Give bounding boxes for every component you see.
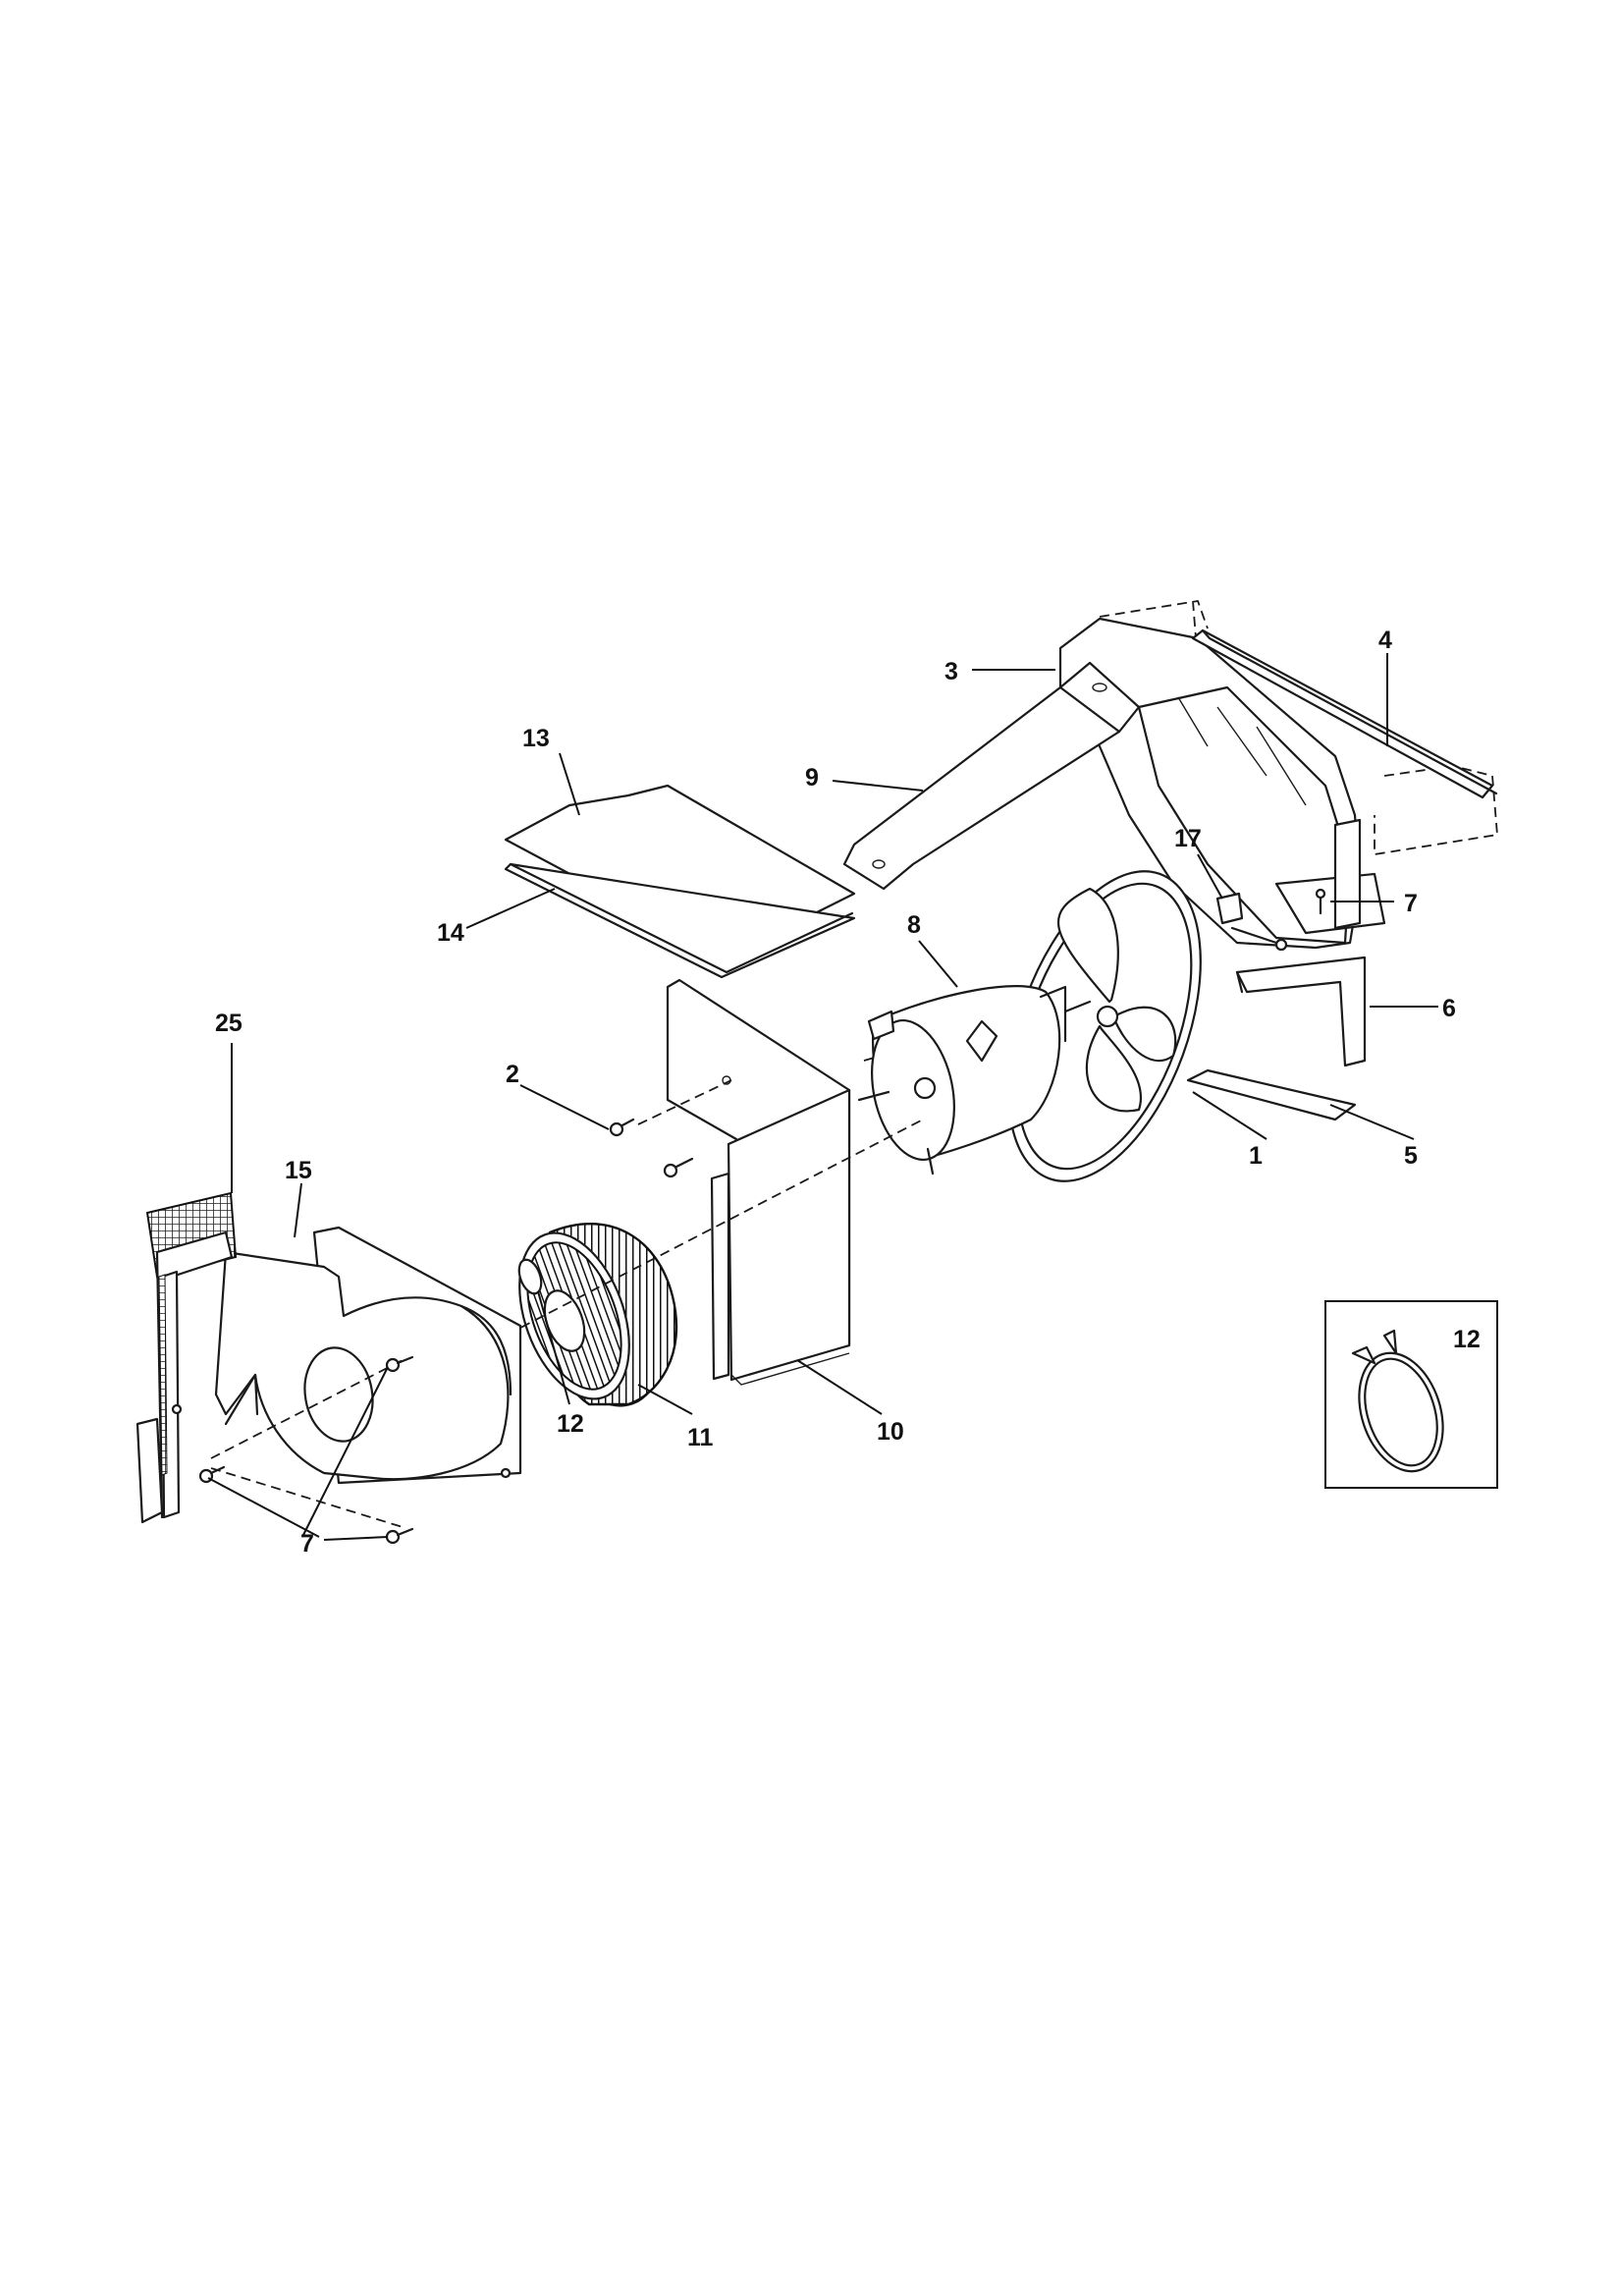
callout-10: 10 <box>877 1418 904 1446</box>
motor-part-8 <box>857 985 1092 1175</box>
strap-part-5 <box>1186 1068 1357 1121</box>
leader-lines <box>207 653 1438 1541</box>
callout-17: 17 <box>1174 825 1202 852</box>
callout-labels: 3 4 9 13 14 17 7 8 6 1 5 25 2 15 12 10 1… <box>215 627 1481 1558</box>
rail-part-4 <box>1191 629 1498 799</box>
callout-12-detail: 12 <box>1453 1326 1481 1353</box>
callout-25: 25 <box>215 1010 243 1037</box>
blower-wheel-part-11 <box>518 1223 678 1407</box>
screen-part-25 <box>135 1191 238 1524</box>
callout-11: 11 <box>687 1424 714 1451</box>
callout-1: 1 <box>1249 1142 1263 1170</box>
callout-15: 15 <box>285 1157 312 1184</box>
callout-7-right: 7 <box>1404 890 1418 917</box>
callout-6: 6 <box>1442 995 1456 1022</box>
callout-12: 12 <box>557 1410 584 1438</box>
side-panel-part-6 <box>1235 956 1367 1067</box>
bracket-part-9 <box>842 661 1141 891</box>
motor-mount-part-10 <box>637 978 851 1386</box>
detail-box-part-12 <box>1324 1300 1498 1489</box>
callout-9: 9 <box>805 764 819 792</box>
clip-part-17 <box>1215 888 1326 952</box>
callout-4: 4 <box>1378 627 1392 654</box>
callout-13: 13 <box>522 725 550 752</box>
callout-8: 8 <box>907 911 921 939</box>
filter-panel-part-14 <box>504 862 856 979</box>
callout-7-bottom: 7 <box>300 1530 314 1558</box>
callout-14: 14 <box>437 919 464 947</box>
clamp-part-12 <box>352 1119 924 1415</box>
screw-part-2 <box>609 1118 694 1178</box>
callout-5: 5 <box>1404 1142 1418 1170</box>
blower-housing-part-15 <box>214 1226 522 1485</box>
callout-2: 2 <box>506 1061 519 1088</box>
callout-3: 3 <box>944 658 958 685</box>
